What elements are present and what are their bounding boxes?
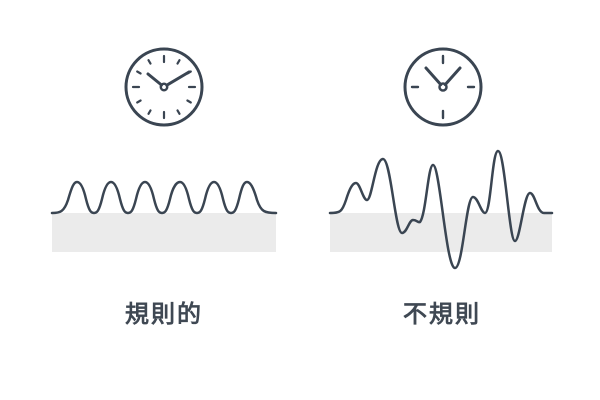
irregular-wave (328, 149, 554, 270)
regular-panel (50, 47, 278, 252)
clock-icon (124, 47, 204, 127)
regular-sine-wave (50, 180, 278, 215)
baseline-band (330, 213, 552, 252)
irregular-panel (328, 47, 554, 270)
baseline-band (52, 213, 276, 252)
regular-label: 規則的 (125, 300, 203, 328)
irregular-label: 不規則 (403, 300, 481, 328)
clock-icon (403, 47, 483, 127)
